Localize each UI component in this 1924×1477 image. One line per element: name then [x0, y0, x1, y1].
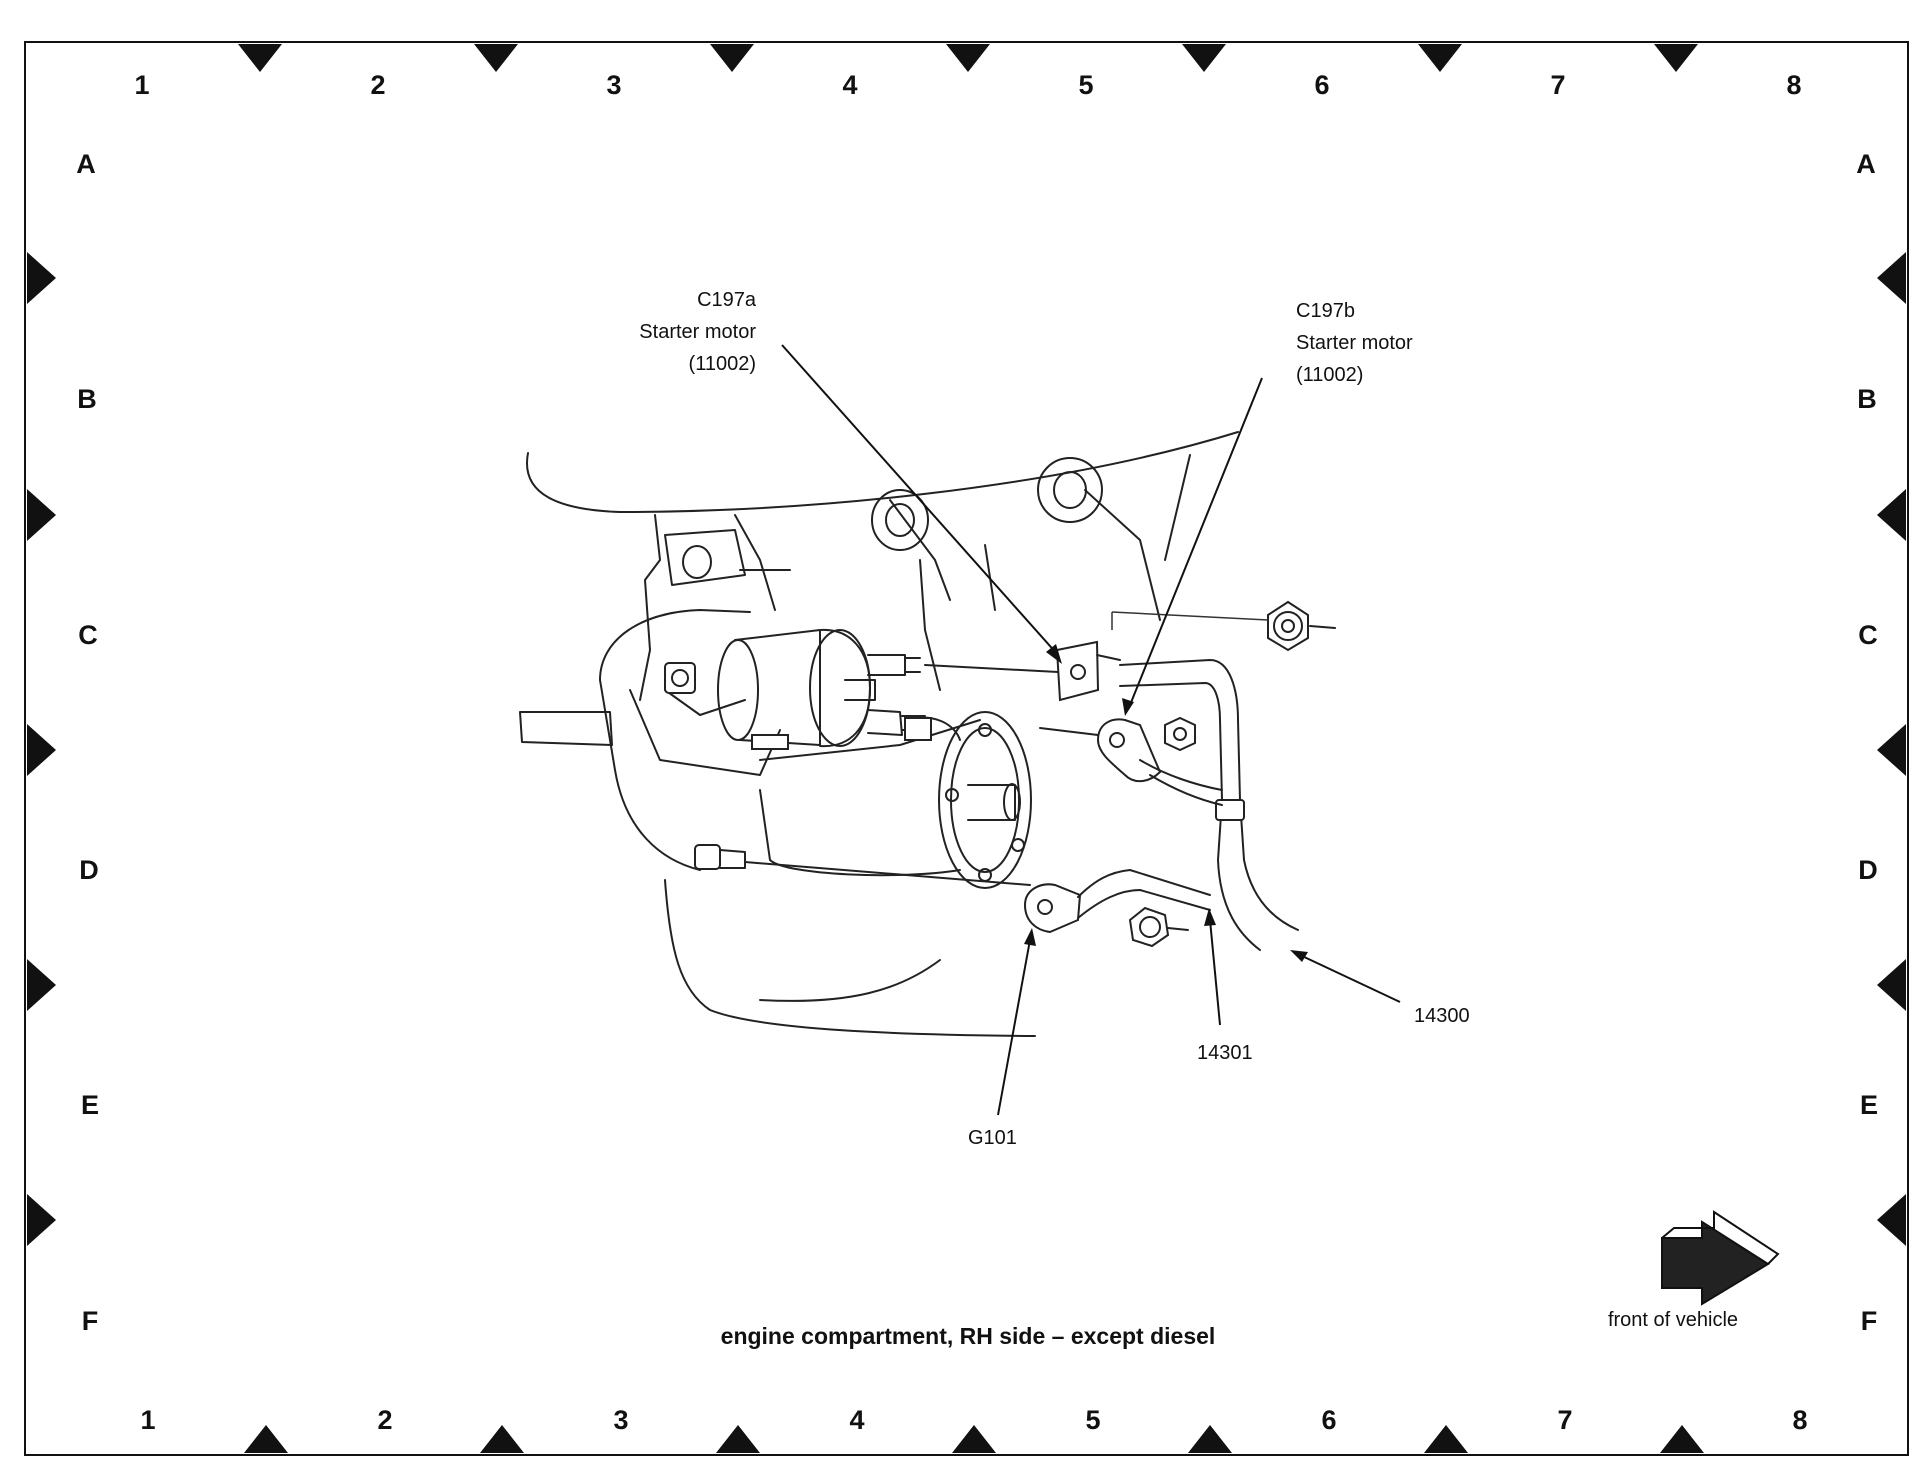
grid-marker-triangle	[1418, 44, 1462, 72]
row-label-right: E	[1860, 1090, 1878, 1120]
row-label-left: E	[81, 1090, 99, 1120]
row-label-right: D	[1858, 855, 1878, 885]
c197a-desc: Starter motor	[639, 321, 756, 343]
grid-markers-top	[238, 44, 1698, 72]
grid-markers-bottom	[244, 1425, 1704, 1453]
leader-c197b	[1129, 377, 1263, 706]
row-label-right: A	[1856, 149, 1876, 179]
ground-g101-terminal	[1023, 869, 1211, 948]
grid-marker-triangle	[1424, 1425, 1468, 1453]
row-label-right: F	[1861, 1306, 1878, 1336]
engine-block-illustration	[519, 431, 1239, 1037]
callout-leaders	[781, 344, 1401, 1116]
column-labels-top: 1 2 3 4 5 6 7 8	[134, 70, 1801, 100]
callout-g101: G101	[968, 1127, 1017, 1149]
callout-c197a: C197a Starter motor (11002)	[639, 289, 757, 375]
grid-marker-triangle	[1877, 959, 1906, 1011]
callout-14301: 14301	[1197, 1042, 1253, 1064]
row-label-left: B	[77, 384, 97, 414]
col-label-top: 6	[1314, 70, 1329, 100]
row-labels-right: A B C D E F	[1856, 149, 1878, 1336]
row-labels-left: A B C D E F	[76, 149, 99, 1336]
diagram-caption: engine compartment, RH side – except die…	[721, 1323, 1216, 1349]
row-label-left: A	[76, 149, 96, 179]
leader-c197a	[781, 344, 1059, 656]
leader-g101	[997, 939, 1031, 1116]
col-label-bottom: 2	[377, 1405, 392, 1435]
arrowhead-c197b	[1122, 698, 1134, 716]
grid-marker-triangle	[710, 44, 754, 72]
arrowhead-14300	[1290, 950, 1308, 962]
grid-marker-triangle	[1877, 1194, 1906, 1246]
grid-marker-triangle	[27, 489, 56, 541]
col-label-top: 8	[1786, 70, 1801, 100]
col-label-top: 7	[1550, 70, 1565, 100]
grid-marker-triangle	[946, 44, 990, 72]
grid-marker-triangle	[1188, 1425, 1232, 1453]
grid-marker-triangle	[27, 252, 56, 304]
arrowhead-c197a	[1046, 644, 1062, 664]
col-label-bottom: 8	[1792, 1405, 1807, 1435]
row-label-left: D	[79, 855, 99, 885]
col-label-top: 4	[842, 70, 857, 100]
col-label-bottom: 4	[849, 1405, 864, 1435]
col-label-bottom: 1	[140, 1405, 155, 1435]
front-arrow-icon	[1661, 1220, 1770, 1306]
leader-14301	[1209, 919, 1221, 1026]
grid-marker-triangle	[27, 724, 56, 776]
c197b-desc: Starter motor	[1296, 332, 1413, 354]
grid-marker-triangle	[27, 1194, 56, 1246]
col-label-bottom: 3	[613, 1405, 628, 1435]
col-label-top: 3	[606, 70, 621, 100]
c197a-code: C197a	[697, 289, 757, 311]
cable-14300-illustration	[1119, 659, 1299, 951]
callout-c197b: C197b Starter motor (11002)	[1296, 300, 1413, 386]
grid-marker-triangle	[1660, 1425, 1704, 1453]
grid-marker-triangle	[480, 1425, 524, 1453]
row-label-right: B	[1857, 384, 1877, 414]
c197b-code: C197b	[1296, 300, 1355, 322]
grid-marker-triangle	[1877, 724, 1906, 776]
row-label-right: C	[1858, 620, 1878, 650]
arrowhead-g101	[1024, 928, 1036, 946]
col-label-bottom: 7	[1557, 1405, 1572, 1435]
c197b-terminal	[1039, 716, 1223, 806]
grid-marker-triangle	[1877, 489, 1906, 541]
grid-marker-triangle	[1877, 252, 1906, 304]
callout-14300: 14300	[1414, 1005, 1470, 1027]
grid-marker-triangle	[27, 959, 56, 1011]
column-labels-bottom: 1 2 3 4 5 6 7 8	[140, 1405, 1807, 1435]
grid-marker-triangle	[238, 44, 282, 72]
mounting-nut-upper	[1111, 600, 1336, 652]
col-label-bottom: 5	[1085, 1405, 1100, 1435]
row-label-left: C	[78, 620, 98, 650]
grid-marker-triangle	[1654, 44, 1698, 72]
col-label-top: 1	[134, 70, 149, 100]
grid-marker-triangle	[1182, 44, 1226, 72]
leader-14300	[1299, 954, 1401, 1003]
grid-markers-right	[1877, 252, 1906, 1246]
col-label-top: 5	[1078, 70, 1093, 100]
col-label-top: 2	[370, 70, 385, 100]
c197a-terminal	[924, 640, 1121, 702]
page-frame	[24, 41, 1909, 1456]
arrowhead-14301	[1204, 908, 1216, 926]
row-label-left: F	[82, 1306, 99, 1336]
grid-marker-triangle	[474, 44, 518, 72]
c197b-part: (11002)	[1296, 364, 1363, 386]
grid-markers-left	[27, 252, 56, 1246]
grid-marker-triangle	[952, 1425, 996, 1453]
col-label-bottom: 6	[1321, 1405, 1336, 1435]
c197a-part: (11002)	[689, 353, 756, 375]
front-of-vehicle-label: front of vehicle	[1608, 1309, 1738, 1331]
grid-marker-triangle	[716, 1425, 760, 1453]
front-of-vehicle-indicator: front of vehicle	[1608, 1210, 1780, 1331]
grid-marker-triangle	[244, 1425, 288, 1453]
